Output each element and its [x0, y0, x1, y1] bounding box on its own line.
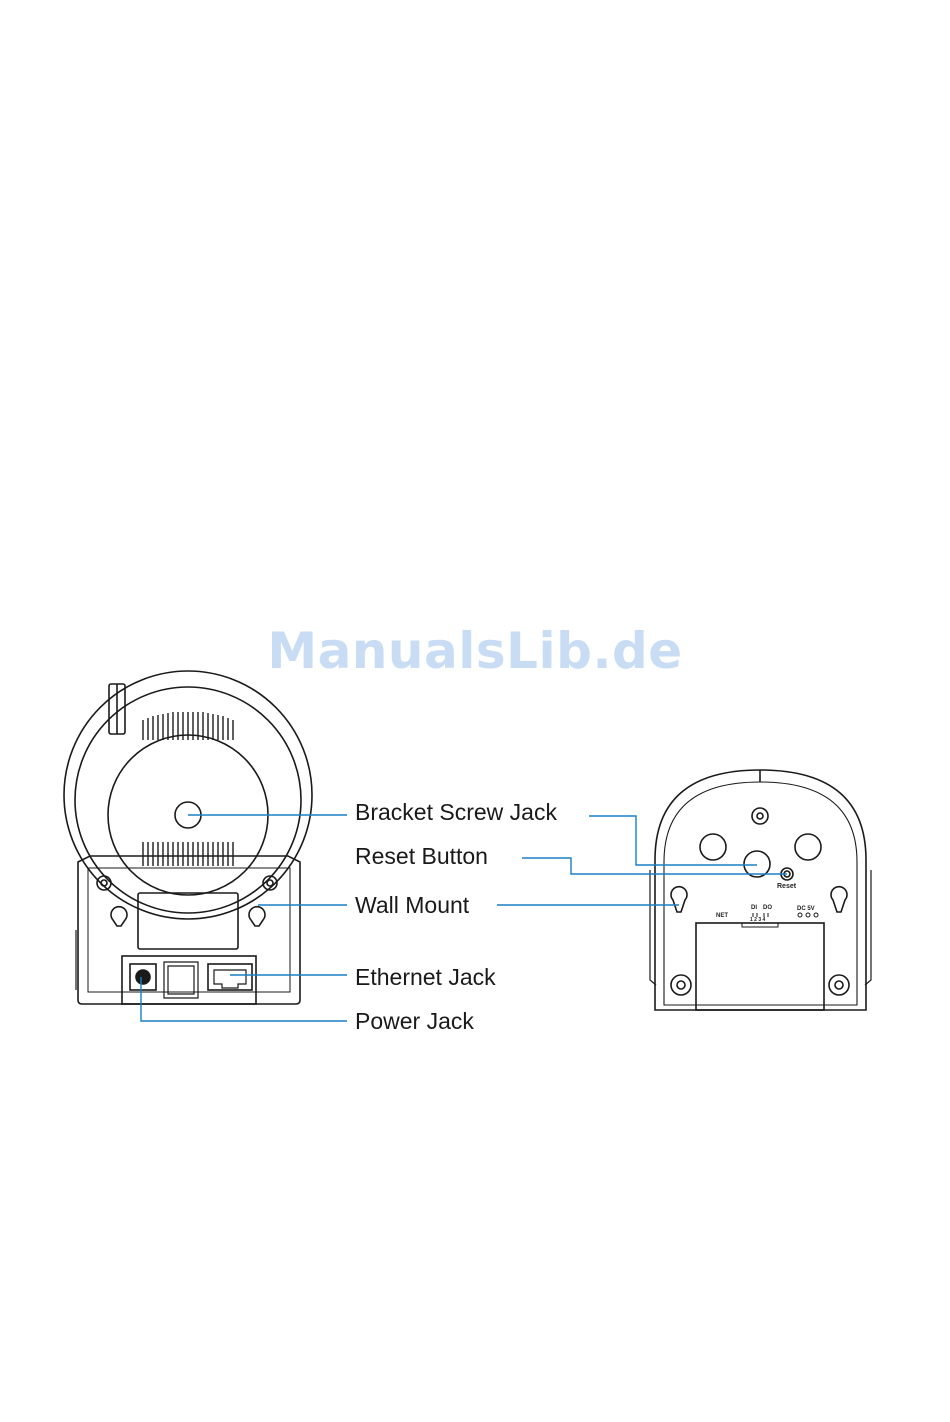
back-port-block	[696, 923, 824, 1010]
back-screw-right	[829, 975, 849, 995]
label-ethernet-jack: Ethernet Jack	[355, 964, 496, 991]
leader-bracket-screw-back	[589, 816, 757, 865]
label-power-jack: Power Jack	[355, 1008, 474, 1035]
dc-marking: DC 5V	[797, 906, 815, 912]
leader-lines-right	[497, 816, 787, 905]
right-camera	[650, 770, 871, 1010]
back-bracket-screw-jack	[744, 851, 770, 877]
back-screw-left	[671, 975, 691, 995]
upper-vents	[143, 712, 233, 740]
back-wall-mount-left	[671, 887, 687, 912]
back-wall-mount-right	[831, 887, 847, 912]
di-marking: DI	[751, 905, 757, 911]
wall-mount-right	[249, 907, 265, 926]
label-plate	[138, 893, 238, 949]
left-camera	[64, 671, 312, 1004]
pins-marking: 1 2 3 4	[750, 917, 766, 923]
base-block	[78, 856, 300, 1004]
hole-left	[700, 834, 726, 860]
antenna	[109, 684, 125, 734]
do-marking: DO	[763, 905, 772, 911]
label-wall-mount: Wall Mount	[355, 892, 469, 919]
port-cover	[164, 962, 198, 998]
wall-mount-left	[111, 907, 127, 926]
screw-left	[97, 876, 111, 890]
label-reset-button: Reset Button	[355, 843, 488, 870]
label-bracket-screw-jack: Bracket Screw Jack	[355, 799, 557, 826]
lower-vents	[143, 842, 233, 866]
back-housing	[655, 770, 866, 1010]
top-screw	[752, 808, 768, 824]
reset-marking: Reset	[777, 883, 797, 890]
net-marking: NET	[716, 913, 728, 919]
hole-right	[795, 834, 821, 860]
